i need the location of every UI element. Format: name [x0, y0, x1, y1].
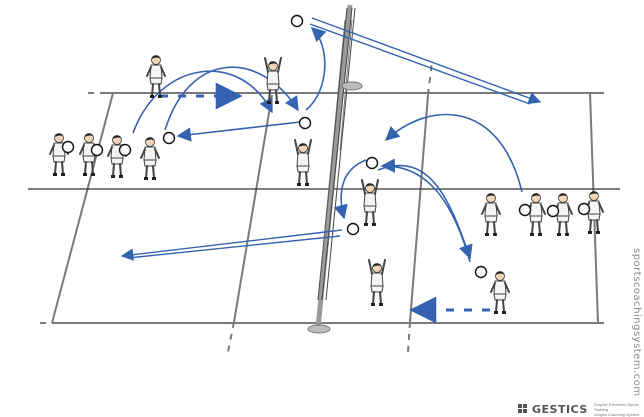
trajectory-3 — [176, 121, 301, 142]
player-left-passer — [140, 136, 160, 181]
player-near-passer — [490, 270, 510, 315]
trajectory-4 — [305, 27, 327, 111]
volleyball-icon — [298, 116, 312, 130]
brand-tagline-line1: Graphic Exercises Sports Training — [593, 401, 639, 412]
volleyball-icon — [118, 143, 132, 157]
player-left-queue-3 — [107, 134, 127, 179]
pass-arrow-to-near-left — [120, 229, 343, 261]
volleyball-icon — [90, 143, 104, 157]
player-right-queue-1 — [481, 192, 501, 237]
player-near-attacker — [368, 259, 386, 307]
player-center-setter — [294, 139, 312, 187]
player-far-runner — [146, 54, 166, 99]
player-right-queue-2 — [526, 192, 546, 237]
brand-name: GESTICS — [532, 402, 588, 416]
player-far-setter — [264, 57, 282, 105]
pass-arrow-to-far-right — [309, 17, 542, 105]
volleyball-icon — [346, 222, 360, 236]
volleyball-icon — [290, 14, 304, 28]
volleyball-icon — [162, 131, 176, 145]
volleyball-icon — [365, 156, 379, 170]
brand-tagline: Graphic Exercises Sports Training Images… — [594, 402, 644, 417]
volleyball-net — [307, 4, 363, 334]
trajectory-8 — [380, 158, 471, 263]
volleyball-icon — [474, 265, 488, 279]
brand-logo: GESTICS Graphic Exercises Sports Trainin… — [518, 402, 644, 417]
trajectory-5 — [384, 113, 523, 193]
trajectory-1 — [132, 70, 273, 134]
court-left-sideline — [51, 92, 114, 324]
court-attack-line-right — [409, 94, 429, 323]
volleyball-icon — [546, 204, 560, 218]
player-left-queue-1 — [49, 132, 69, 177]
brand-tagline-line2: Images Coaching System — [593, 411, 640, 417]
player-near-setter — [361, 179, 379, 227]
site-watermark: sportscoachingsystem.com — [631, 248, 642, 397]
volleyball-icon — [61, 140, 75, 154]
trajectory-2 — [164, 66, 299, 131]
court-attack-line-left — [233, 94, 273, 323]
gestics-logo-icon — [518, 404, 528, 414]
volleyball-icon — [518, 203, 532, 217]
volleyball-icon — [577, 202, 591, 216]
trajectory-6 — [333, 159, 367, 220]
